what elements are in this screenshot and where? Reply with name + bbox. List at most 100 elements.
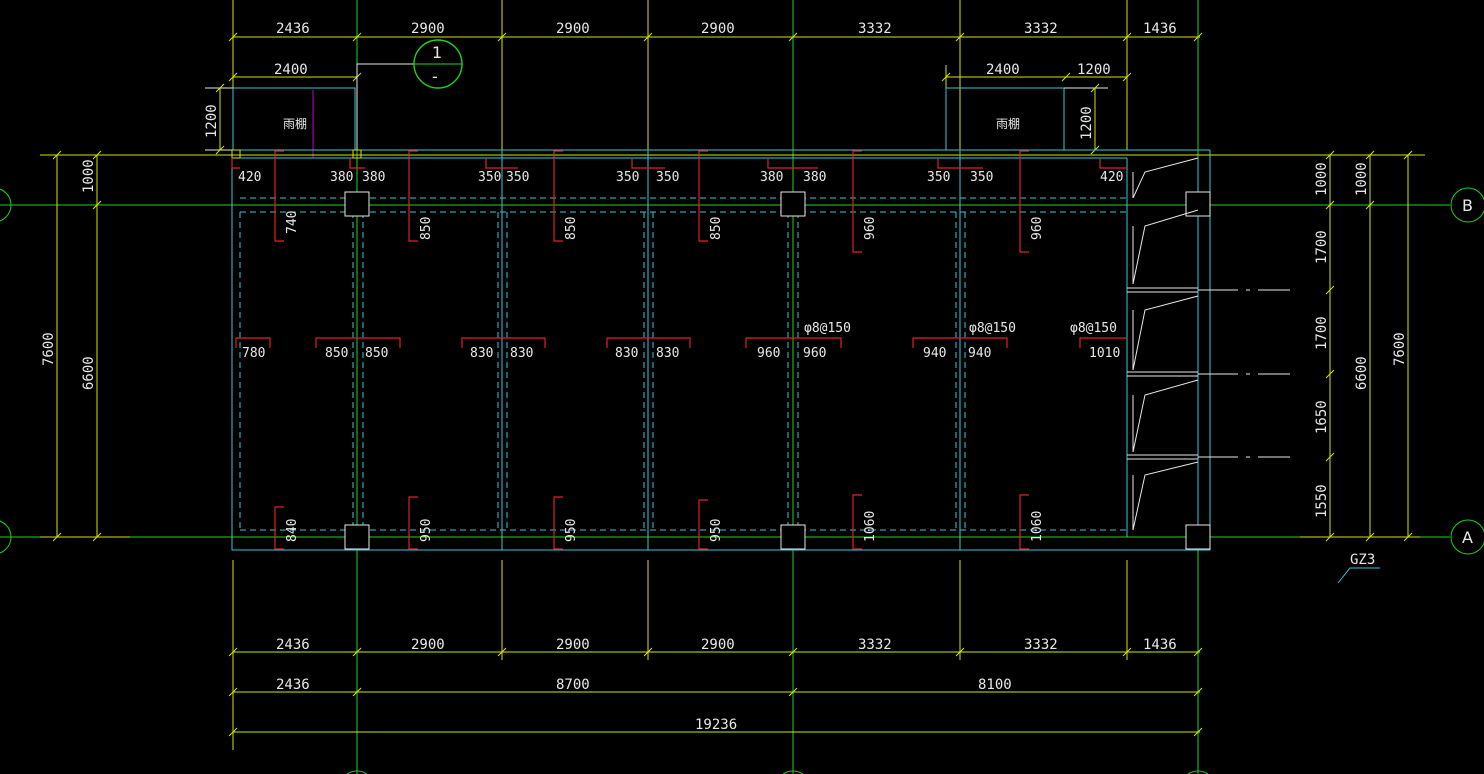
bottom2-dim-0: 2436 xyxy=(276,677,310,693)
top-rebar-7: 380 xyxy=(760,170,783,185)
bottom-rebar-4: 1060 xyxy=(863,511,878,542)
left-dim-inner-main: 6600 xyxy=(81,356,97,390)
mid-rebar-10: 940 xyxy=(968,346,991,361)
rebar-spec-2: φ8@150 xyxy=(1070,321,1117,336)
bottom-rebar-0: 840 xyxy=(285,519,300,542)
column xyxy=(344,524,370,550)
mid-top-rebar-1: 850 xyxy=(419,217,434,240)
axis-bubble-2 xyxy=(782,770,804,774)
bottom-rebar: 840 950 950 950 1060 1060 xyxy=(274,494,1045,550)
bottom-dimension-chain-2: 2436 8700 8100 xyxy=(228,677,1203,697)
rebar-spec-0: φ8@150 xyxy=(804,321,851,336)
axis-bubble-3 xyxy=(1187,770,1209,774)
right-seg-3: 1650 xyxy=(1314,400,1330,434)
axis-label-a: A xyxy=(1462,528,1473,547)
right-dim-top: 1000 xyxy=(1354,162,1370,196)
top-rebar-8: 380 xyxy=(803,170,826,185)
mid-rebar-9: 940 xyxy=(923,346,946,361)
mid-top-rebar-5: 960 xyxy=(1030,217,1045,240)
bottom-dim-0: 2436 xyxy=(276,637,310,653)
bottom-rebar-2: 950 xyxy=(564,519,579,542)
slab-outline xyxy=(40,149,1425,551)
canopy-left-width: 2400 xyxy=(274,62,308,78)
canopy-right: 2400 1200 1200 雨棚 xyxy=(941,62,1132,155)
top-dim-3: 2900 xyxy=(701,21,735,37)
top-rebar-markers xyxy=(231,158,1127,169)
top-dimension-chain: 2436 2900 2900 2900 3332 3332 1436 xyxy=(228,0,1203,150)
column xyxy=(1185,524,1211,550)
axis-bubble-b xyxy=(1450,187,1484,223)
top-rebar-4: 350 xyxy=(506,170,529,185)
mid-top-rebar-3: 850 xyxy=(709,217,724,240)
top-rebar-labels: 420 380 380 350 350 350 350 380 380 350 … xyxy=(238,170,1123,185)
top-rebar-3: 350 xyxy=(478,170,501,185)
top-dim-0: 2436 xyxy=(276,21,310,37)
canopy-left: 2400 1200 雨棚 xyxy=(204,62,415,158)
top-rebar-5: 350 xyxy=(616,170,639,185)
column xyxy=(780,191,806,217)
mid-rebar-8: 960 xyxy=(803,346,826,361)
top-dim-1: 2900 xyxy=(411,21,445,37)
bottom-dim-3: 2900 xyxy=(701,637,735,653)
axis-bubble-left-a xyxy=(0,520,12,554)
stair-area xyxy=(1127,157,1290,531)
canopy-right-depth: 1200 xyxy=(1079,106,1095,140)
beam-lines xyxy=(352,150,966,550)
axis-bubble-left-b xyxy=(0,188,12,222)
canopy-right-offset: 1200 xyxy=(1077,62,1111,78)
rebar-spec-1: φ8@150 xyxy=(969,321,1016,336)
top-dim-4: 3332 xyxy=(858,21,892,37)
bottom-rebar-1: 950 xyxy=(419,519,434,542)
canopy-left-depth: 1200 xyxy=(204,104,220,138)
axis-bubble-1 xyxy=(346,770,368,774)
section-mark: 1 - xyxy=(413,39,463,89)
top-rebar-0: 420 xyxy=(238,170,261,185)
mid-top-rebar-4: 960 xyxy=(863,217,878,240)
column-tag: GZ3 xyxy=(1337,552,1380,584)
mid-rebar-6: 830 xyxy=(656,346,679,361)
bottom-total-dimension: 19236 xyxy=(228,717,1203,737)
bottom-rebar-5: 1060 xyxy=(1030,511,1045,542)
mid-rebar-4: 830 xyxy=(510,346,533,361)
top-rebar-10: 350 xyxy=(970,170,993,185)
right-seg-0: 1000 xyxy=(1314,162,1330,196)
canopy-right-width: 2400 xyxy=(986,62,1020,78)
axis-bubble-a xyxy=(1450,519,1484,555)
top-rebar-11: 420 xyxy=(1100,170,1123,185)
left-dimensions: 7600 1000 6600 xyxy=(40,150,130,542)
mid-rebar-5: 830 xyxy=(615,346,638,361)
right-seg-2: 1700 xyxy=(1314,316,1330,350)
section-mark-sub: - xyxy=(432,67,438,86)
mid-rebar-0: 780 xyxy=(242,346,265,361)
top-rebar-2: 380 xyxy=(362,170,385,185)
canopy-left-label: 雨棚 xyxy=(283,116,307,131)
left-dim-outer: 7600 xyxy=(41,332,57,366)
mid-top-rebar: 740 850 850 850 960 960 xyxy=(274,150,1045,253)
right-seg-4: 1550 xyxy=(1314,484,1330,518)
top-dim-6: 1436 xyxy=(1143,21,1177,37)
axis-label-b: B xyxy=(1462,196,1473,215)
bottom-dim-2: 2900 xyxy=(556,637,590,653)
mid-rebar-2: 850 xyxy=(365,346,388,361)
section-mark-number: 1 xyxy=(432,43,442,62)
total-dim: 19236 xyxy=(695,717,737,733)
top-dim-2: 2900 xyxy=(556,21,590,37)
mid-rebar-3: 830 xyxy=(470,346,493,361)
bottom-rebar-3: 950 xyxy=(709,519,724,542)
bottom-dimension-chain-1: 2436 2900 2900 2900 3332 3332 1436 xyxy=(228,560,1203,750)
mid-rebar-1: 850 xyxy=(325,346,348,361)
column-tag-text: GZ3 xyxy=(1350,552,1375,568)
left-dim-inner-top: 1000 xyxy=(81,159,97,193)
mid-top-rebar-0: 740 xyxy=(285,211,300,234)
bottom-dim-1: 2900 xyxy=(411,637,445,653)
bottom-dim-4: 3332 xyxy=(858,637,892,653)
right-seg-1: 1700 xyxy=(1314,230,1330,264)
bottom2-dim-1: 8700 xyxy=(556,677,590,693)
right-dim-outer: 7600 xyxy=(1392,332,1408,366)
right-dim-inner: 6600 xyxy=(1354,356,1370,390)
top-rebar-1: 380 xyxy=(330,170,353,185)
top-dim-5: 3332 xyxy=(1024,21,1058,37)
column xyxy=(344,191,370,217)
bottom2-dim-2: 8100 xyxy=(978,677,1012,693)
